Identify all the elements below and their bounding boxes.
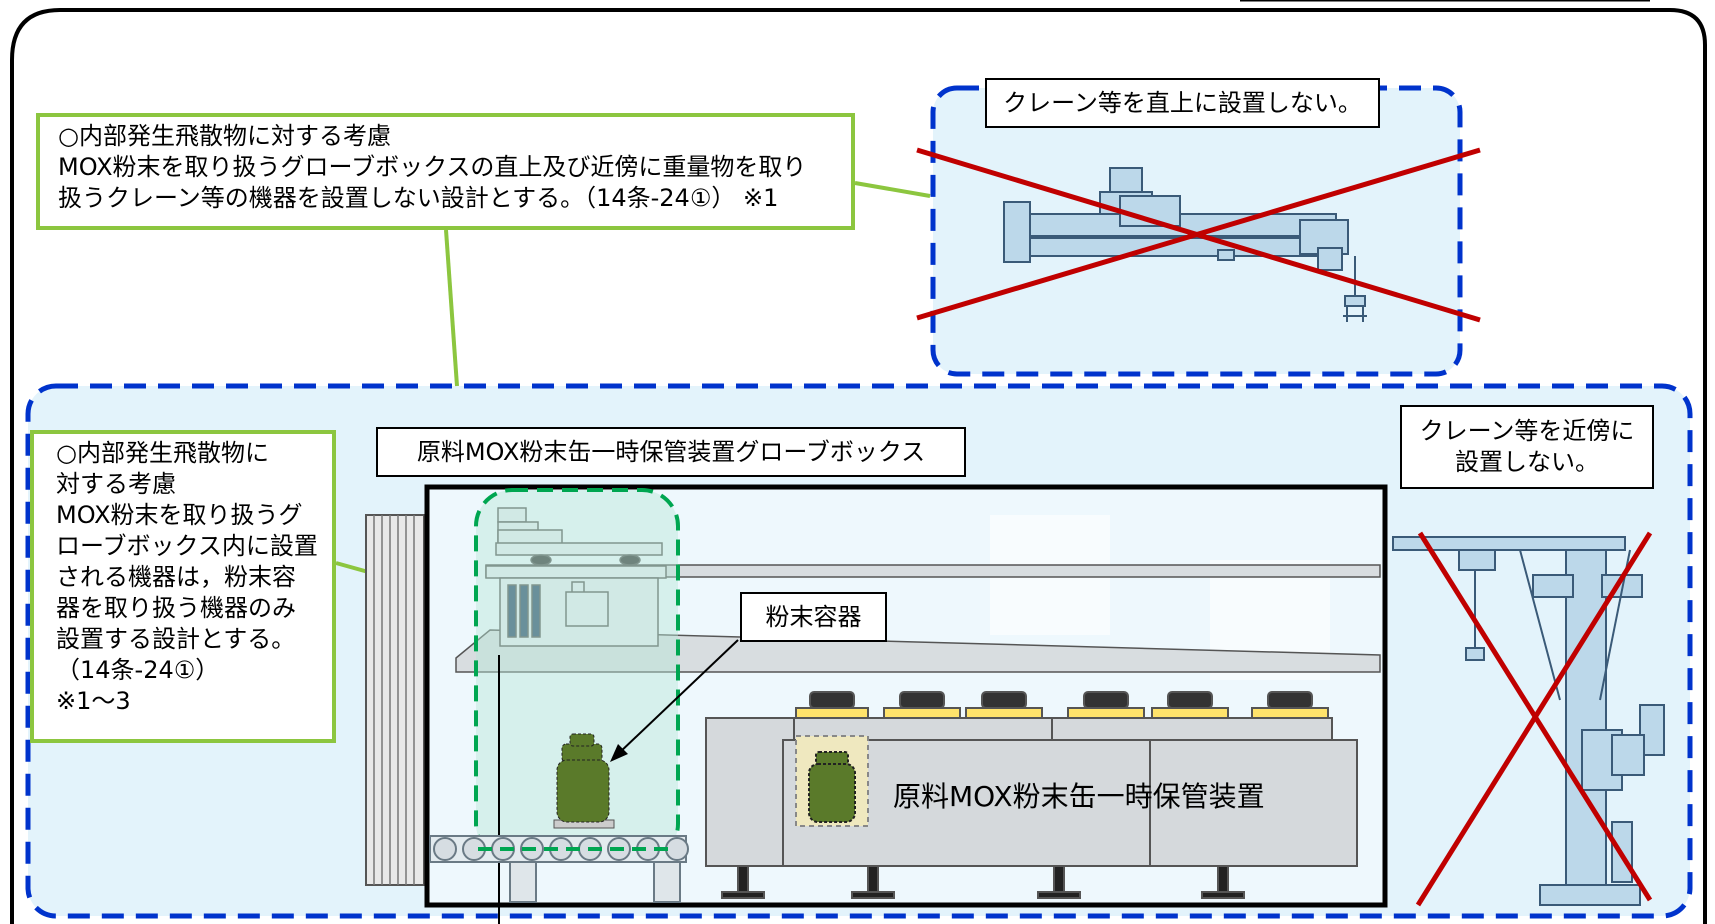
storage-device-label: 原料MOX粉末缶一時保管装置	[893, 780, 1265, 813]
crane-near-label: クレーン等を近傍に 設置しない。	[1400, 405, 1654, 489]
connector-line	[854, 181, 931, 198]
glovebox-label: 原料MOX粉末缶一時保管装置グローブボックス	[376, 427, 966, 477]
powder-container-icon	[553, 733, 615, 829]
note-top: ○内部発生飛散物に対する考慮 MOX粉末を取り扱うグローブボックスの直上及び近傍…	[36, 113, 855, 230]
storage-device-icon	[705, 691, 1358, 899]
handling-machine-icon	[485, 507, 667, 647]
connector-line	[444, 229, 459, 387]
powder-container-label: 粉末容器	[740, 592, 887, 642]
jib-crane-icon	[1392, 536, 1665, 906]
outer-frame	[60, 8, 1707, 924]
note-left: ○内部発生飛散物に 対する考慮 MOX粉末を取り扱うグ ローブボックス内に設置 …	[30, 430, 336, 743]
crane-above-cross-icon	[916, 147, 1481, 323]
crane-above-label: クレーン等を直上に設置しない。	[985, 78, 1380, 128]
crane-near-cross-icon	[1415, 531, 1653, 907]
